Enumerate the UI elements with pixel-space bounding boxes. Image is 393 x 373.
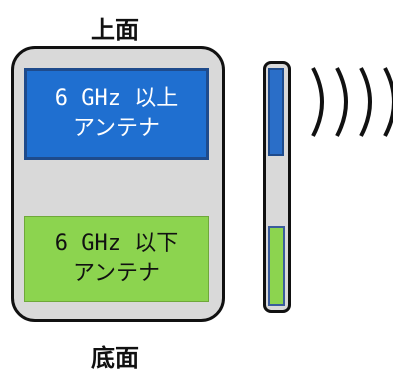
signal-wave-4	[383, 67, 393, 137]
antenna-above-6ghz-band: 6 GHz 以上	[54, 86, 179, 111]
antenna-below-6ghz-label: アンテナ	[72, 261, 161, 286]
antenna-below-6ghz: 6 GHz 以下 アンテナ	[24, 216, 209, 302]
bottom-side-label: 底面	[91, 344, 139, 372]
antenna-below-6ghz-band: 6 GHz 以下	[54, 231, 179, 256]
signal-wave-3	[359, 67, 372, 137]
signal-wave-2	[335, 67, 348, 137]
antenna-above-6ghz: 6 GHz 以上 アンテナ	[24, 68, 209, 160]
signal-wave-1	[311, 67, 324, 137]
wireless-signal-icon	[311, 67, 393, 137]
antenna-above-6ghz-label: アンテナ	[72, 116, 161, 141]
top-side-label: 上面	[91, 16, 139, 44]
side-antenna-above-6ghz	[268, 68, 284, 156]
side-antenna-below-6ghz	[268, 226, 285, 306]
